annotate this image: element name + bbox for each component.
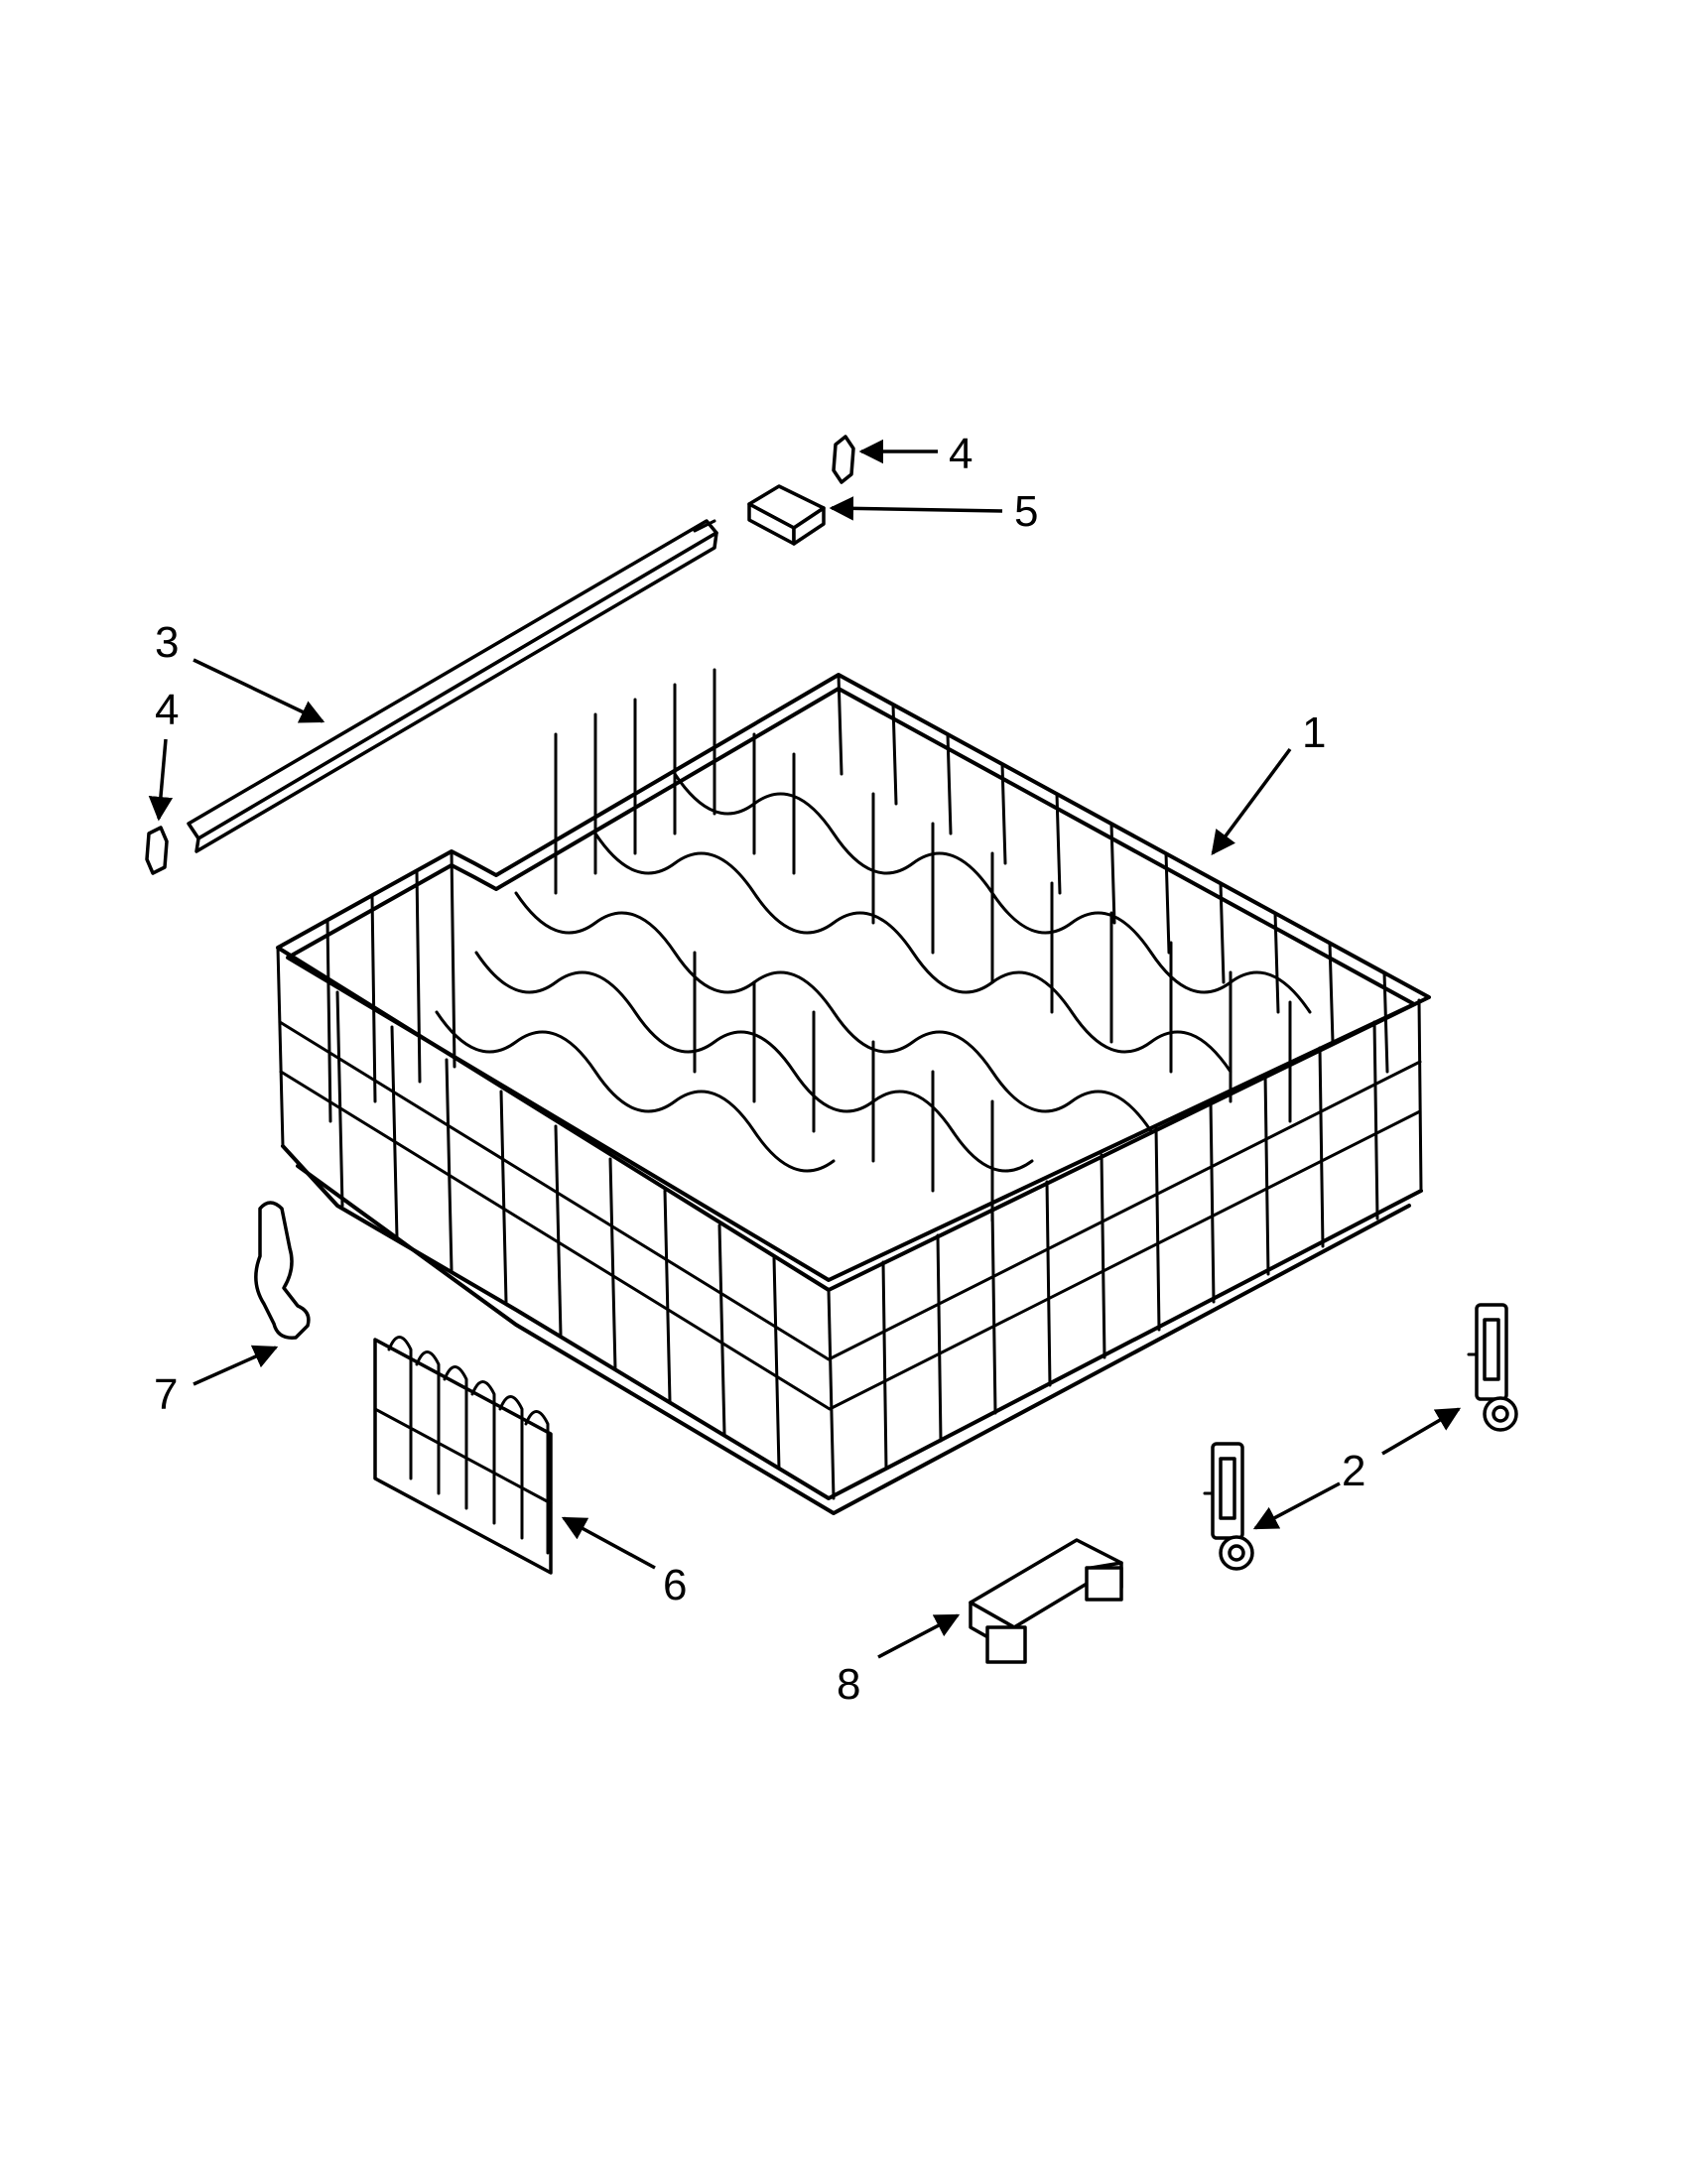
callout-4-top: 4 [949,430,973,478]
fold-down-shelf [373,1336,553,1575]
callout-6: 6 [663,1561,687,1609]
leader-2b [1252,1481,1341,1530]
leader-2a [1381,1407,1462,1456]
rail-end-cap-top [832,435,855,484]
leader-8 [877,1613,961,1659]
rack-bracket [969,1538,1123,1664]
dish-rack [276,668,1431,1515]
leader-lines [148,439,1462,1659]
shelf-clip [254,1201,311,1340]
rack-adjuster-left [1203,1442,1254,1571]
leader-3 [193,658,325,723]
callout-8: 8 [837,1660,860,1709]
callout-4-left: 4 [155,686,179,734]
callout-2: 2 [1342,1447,1365,1495]
leader-6 [561,1516,656,1570]
leader-7 [193,1345,279,1386]
rack-adjuster-right [1467,1303,1518,1432]
callout-7: 7 [154,1370,178,1419]
leader-5 [829,496,1003,521]
rail-stop [747,484,826,546]
leader-1 [1211,747,1292,855]
leader-4b [148,738,174,822]
rail-end-cap-bottom [145,826,169,875]
callout-1: 1 [1302,708,1326,757]
callout-3: 3 [155,618,179,667]
callout-5: 5 [1014,487,1038,536]
callout-labels: 1 2 3 4 4 5 6 7 8 [154,430,1365,1709]
rack-rail [187,519,718,853]
